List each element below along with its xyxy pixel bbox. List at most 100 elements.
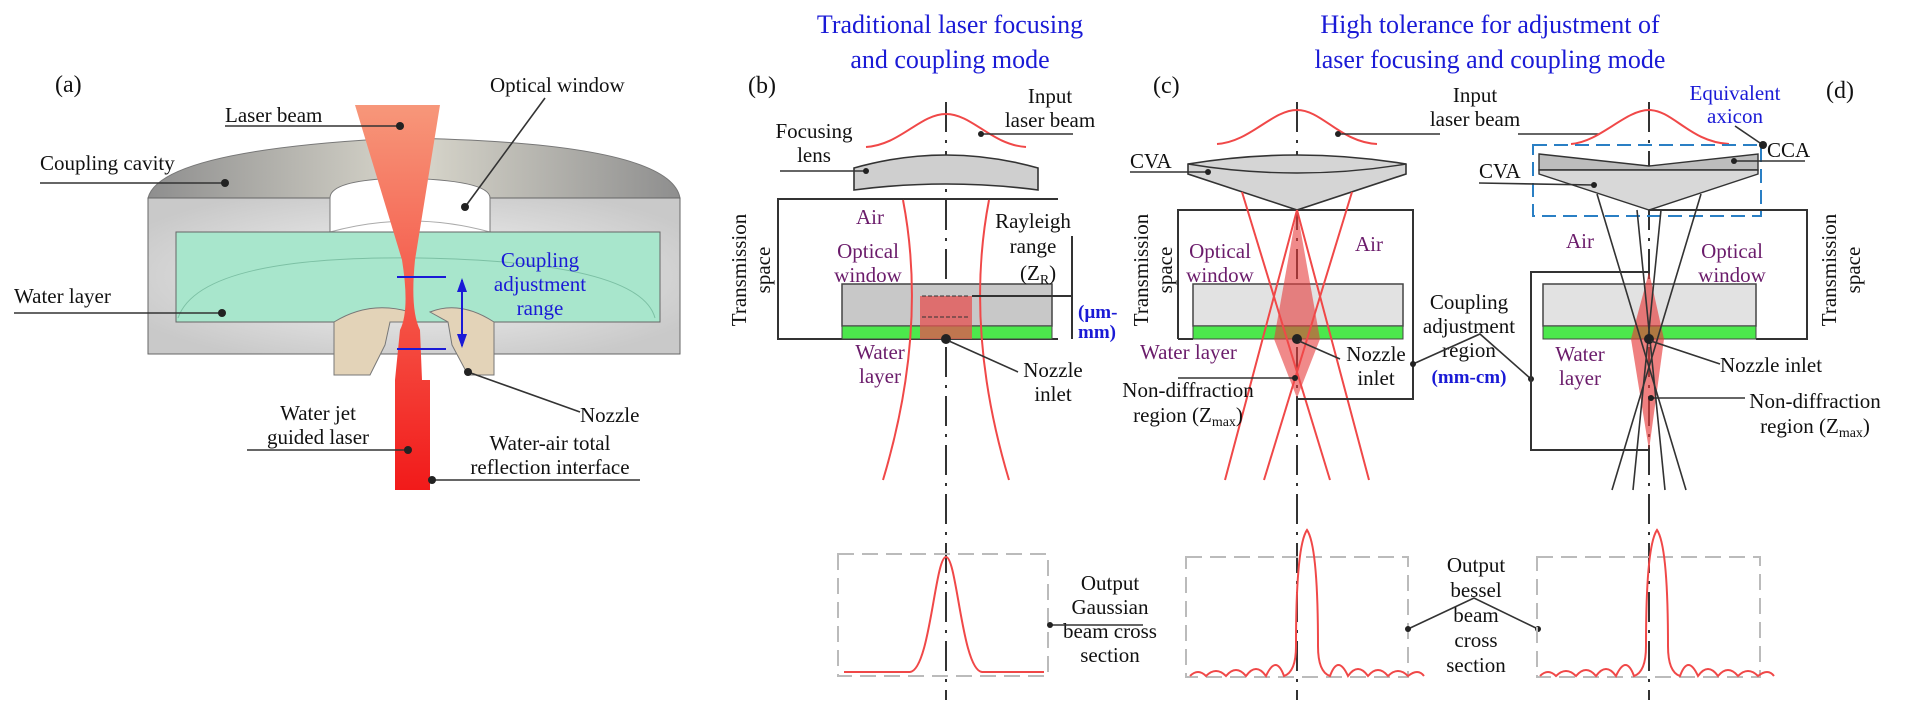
title-high-tolerance: High tolerance for adjustment of laser f… [1315, 10, 1666, 74]
svg-text:laser beam: laser beam [1005, 108, 1095, 132]
svg-text:axicon: axicon [1707, 104, 1763, 128]
svg-text:Equivalent: Equivalent [1690, 81, 1781, 105]
svg-text:reflection interface: reflection interface [470, 455, 629, 479]
transmission-space-bracket-d [1649, 209, 1808, 340]
label-cva-c: CVA [1130, 149, 1172, 173]
label-optical-window: Optical window [490, 73, 626, 97]
label-air-b: Air [856, 205, 884, 229]
label-focusing-lens: Focusing [775, 119, 853, 143]
svg-text:Transmission: Transmission [1129, 213, 1153, 326]
input-gaussian-b [865, 112, 1027, 148]
label-output-gaussian: Output [1081, 571, 1140, 595]
label-non-diffraction-d: Non-diffraction region (Zmax) [1749, 389, 1881, 441]
svg-text:and coupling mode: and coupling mode [850, 45, 1049, 74]
label-input-beam-c: Input [1453, 83, 1497, 107]
svg-text:Traditional laser focusing: Traditional laser focusing [817, 10, 1083, 39]
ray-3-d [1636, 209, 1666, 491]
svg-text:inlet: inlet [1034, 382, 1071, 406]
svg-text:adjustment: adjustment [494, 272, 586, 296]
panel-a: (a) Laser beam Optical window Coupling c… [14, 72, 681, 490]
svg-text:range: range [517, 296, 564, 320]
label-nozzle-inlet-b: Nozzle [1023, 358, 1082, 382]
label-water-layer-b: Water [855, 340, 905, 364]
range-arrow-down [457, 334, 467, 348]
beam-right-b [979, 199, 1010, 481]
label-interface: Water-air total reflection interface [470, 431, 629, 479]
coupling-bracket-d [1530, 271, 1649, 451]
label-coupling-region: Coupling adjustment region (mm-cm) [1423, 290, 1515, 388]
cca-lens [1538, 153, 1759, 171]
ray-4-d [1632, 209, 1662, 491]
title-traditional: Traditional laser focusing and coupling … [817, 10, 1083, 74]
svg-text:range: range [1010, 234, 1057, 258]
output-bessel-curve-c [1189, 528, 1425, 678]
output-box-c [1185, 556, 1409, 678]
panel-a-tag: (a) [55, 72, 82, 98]
equivalent-axicon-box [1532, 144, 1762, 217]
ray-4-c [1296, 209, 1370, 481]
svg-text:mm): mm) [1078, 322, 1116, 343]
svg-text:region: region [1442, 338, 1496, 362]
ray-2-c [1263, 191, 1353, 481]
label-water-jet: Water jet guided laser [267, 401, 369, 449]
panel-c: (c) Input laser beam CVA Transmission sp… [1122, 73, 1600, 700]
svg-text:section: section [1080, 643, 1140, 667]
label-transmission-space-c: Transmission space [1129, 213, 1177, 326]
label-laser-beam: Laser beam [225, 103, 322, 127]
panel-b-tag: (b) [748, 73, 776, 99]
svg-text:space: space [1153, 247, 1177, 294]
svg-text:Rayleigh: Rayleigh [995, 209, 1071, 233]
coupling-bracket-c [1297, 339, 1414, 400]
label-nozzle-inlet-d: Nozzle inlet [1720, 353, 1822, 377]
svg-text:(ZR): (ZR) [1020, 261, 1056, 288]
transmission-space-bracket-c [1177, 209, 1414, 339]
label-cva-d: CVA [1479, 159, 1521, 183]
ray-1-d [1596, 193, 1687, 491]
svg-text:beam cross: beam cross [1063, 619, 1157, 643]
cva-lens-c [1187, 154, 1407, 211]
label-air-c: Air [1355, 232, 1383, 256]
svg-text:cross: cross [1454, 628, 1497, 652]
panel-b: (b) Focusing lens Input laser beam Trans… [727, 73, 1157, 700]
output-gaussian-curve [844, 555, 1044, 673]
bessel-zone-c [1274, 210, 1320, 398]
svg-text:Water jet: Water jet [280, 401, 356, 425]
label-non-diffraction-c: Non-diffraction region (Zmax) [1122, 378, 1254, 430]
label-equivalent-axicon: Equivalent axicon [1690, 81, 1781, 128]
svg-text:space: space [751, 247, 775, 294]
svg-text:Gaussian: Gaussian [1072, 595, 1149, 619]
range-arrow-up [457, 278, 467, 292]
svg-text:Transmission: Transmission [727, 213, 751, 326]
svg-text:inlet: inlet [1357, 366, 1394, 390]
label-water-layer-d: Water [1555, 342, 1605, 366]
svg-text:lens: lens [797, 143, 831, 167]
label-range-units-b: (µm- [1078, 302, 1117, 323]
panel-c-tag: (c) [1153, 73, 1180, 99]
svg-text:layer: layer [1559, 366, 1601, 390]
svg-text:guided laser: guided laser [267, 425, 369, 449]
water-curve [177, 257, 656, 319]
svg-text:bessel: bessel [1450, 578, 1501, 602]
svg-text:region (Zmax): region (Zmax) [1760, 414, 1870, 441]
beam-left-b [882, 199, 913, 481]
input-gaussian-d [1570, 108, 1730, 145]
svg-text:Output: Output [1447, 553, 1506, 577]
svg-text:window: window [1698, 263, 1767, 287]
label-output-bessel: Output bessel beam cross section [1446, 553, 1506, 677]
svg-text:section: section [1446, 653, 1506, 677]
label-water-layer: Water layer [14, 284, 111, 308]
svg-text:laser beam: laser beam [1430, 107, 1520, 131]
nozzle-block [333, 307, 416, 376]
input-gaussian-c [1216, 108, 1378, 145]
label-coupling-cavity: Coupling cavity [40, 151, 175, 175]
svg-text:Coupling: Coupling [501, 248, 580, 272]
label-optical-window-c: Optical [1189, 239, 1251, 263]
svg-text:(mm-cm): (mm-cm) [1432, 367, 1507, 388]
svg-text:laser focusing and coupling mo: laser focusing and coupling mode [1315, 45, 1666, 74]
label-transmission-space-d: Transmission space [1817, 213, 1865, 326]
svg-text:space: space [1841, 247, 1865, 294]
cva-curve [1187, 163, 1407, 174]
panel-d-tag: (d) [1826, 78, 1854, 104]
svg-text:adjustment: adjustment [1423, 314, 1515, 338]
